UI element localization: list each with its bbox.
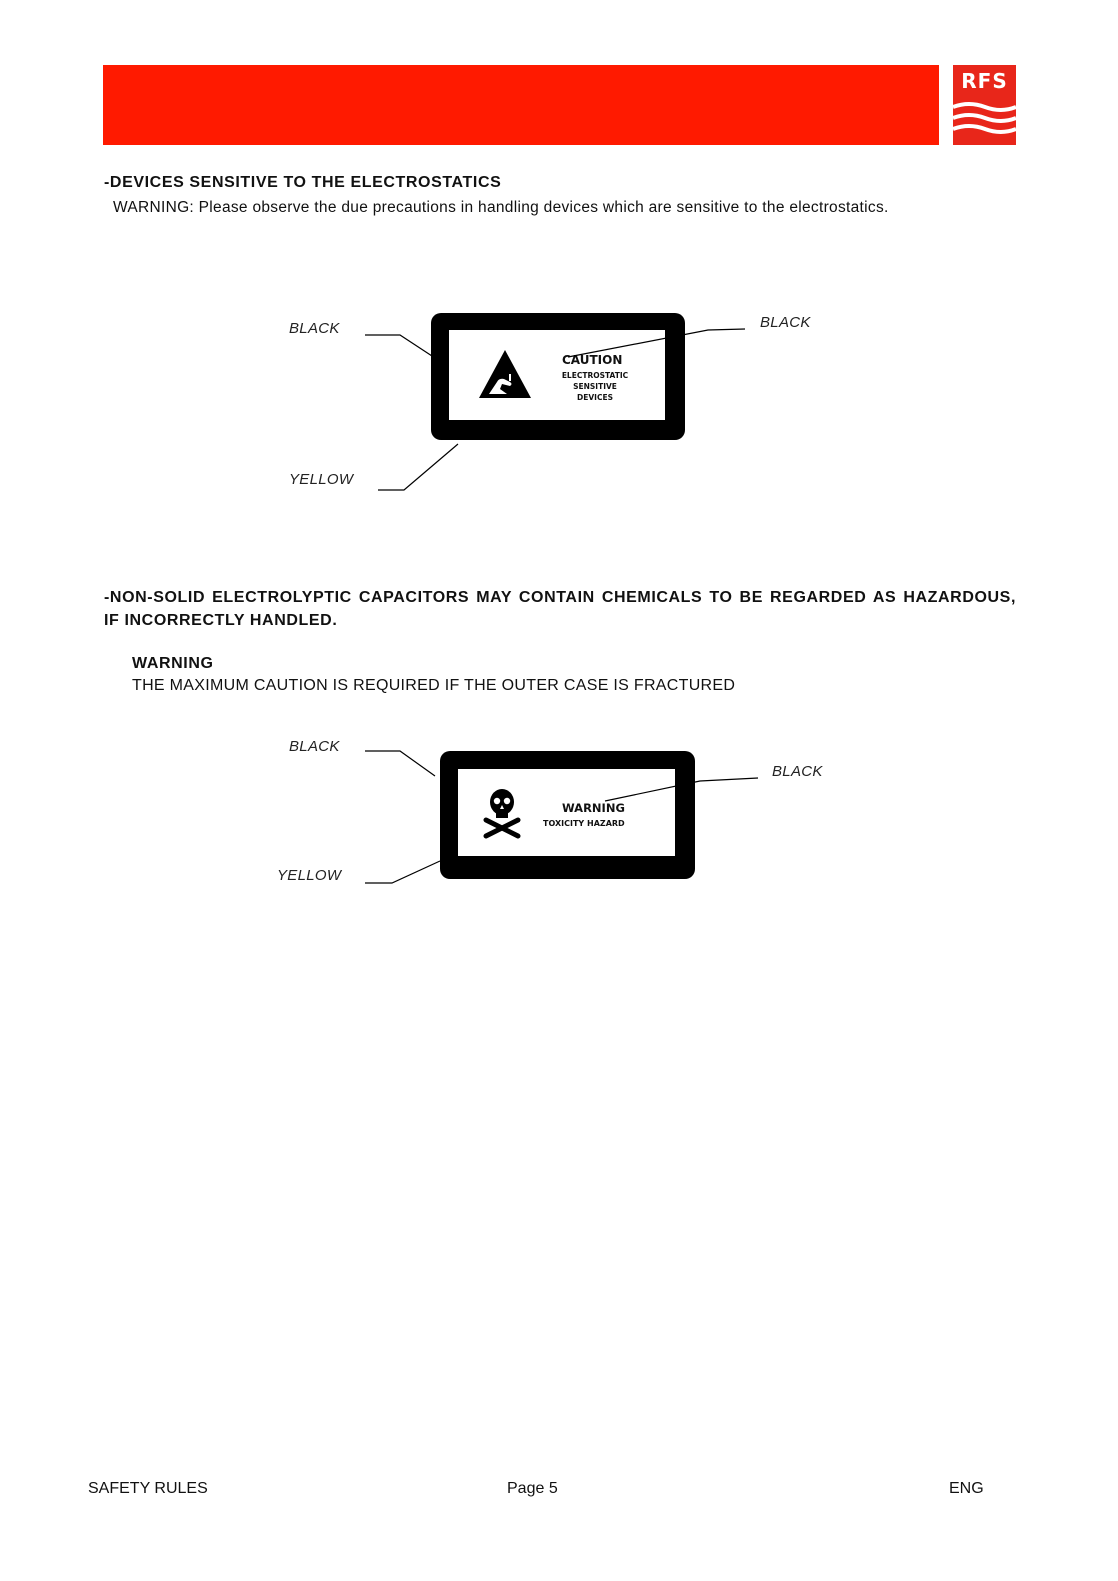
section-esd-body: WARNING: Please observe the due precauti… bbox=[113, 199, 889, 216]
leader-esd-frame bbox=[365, 334, 433, 357]
leader-esd-background bbox=[378, 443, 459, 491]
rfs-logo: RFS bbox=[953, 65, 1016, 145]
section-capacitors-title: -NON-SOLID ELECTROLYPTIC CAPACITORS MAY … bbox=[104, 589, 1016, 629]
esd-warning-triangle-icon bbox=[479, 350, 531, 398]
callout-esd-text: BLACK bbox=[760, 314, 811, 331]
logo-text: RFS bbox=[961, 69, 1008, 93]
footer-document-title: SAFETY RULES bbox=[88, 1480, 208, 1497]
esd-label-line: DEVICES bbox=[577, 393, 613, 402]
esd-label-text: ELECTROSTATIC SENSITIVE DEVICES bbox=[540, 370, 650, 403]
esd-label-line: ELECTROSTATIC bbox=[561, 371, 629, 380]
callout-esd-frame: BLACK bbox=[289, 320, 340, 337]
header-red-bar bbox=[103, 65, 939, 145]
esd-label-caution: CAUTION bbox=[562, 353, 623, 367]
section-esd-title: -DEVICES SENSITIVE TO THE ELECTROSTATICS bbox=[104, 174, 502, 191]
footer-language: ENG bbox=[949, 1480, 984, 1497]
callout-tox-frame: BLACK bbox=[289, 738, 340, 755]
leader-tox-frame bbox=[365, 750, 436, 777]
capacitors-warning-body: THE MAXIMUM CAUTION IS REQUIRED IF THE O… bbox=[132, 677, 736, 694]
capacitors-warning-title: WARNING bbox=[132, 655, 214, 672]
callout-esd-background: YELLOW bbox=[289, 471, 354, 488]
leader-tox-background bbox=[365, 860, 441, 884]
skull-crossbones-icon bbox=[483, 789, 521, 839]
toxic-label-warning: WARNING bbox=[562, 801, 625, 815]
toxic-label-subtitle: TOXICITY HAZARD bbox=[543, 819, 625, 828]
esd-label-line: SENSITIVE bbox=[573, 382, 617, 391]
footer-page-number: Page 5 bbox=[507, 1480, 558, 1497]
logo-waves-icon bbox=[953, 102, 1016, 134]
leader-esd-text bbox=[567, 328, 746, 358]
leader-tox-text bbox=[604, 777, 759, 802]
toxic-label-inner bbox=[458, 769, 675, 856]
callout-tox-background: YELLOW bbox=[277, 867, 342, 884]
callout-tox-text: BLACK bbox=[772, 763, 823, 780]
